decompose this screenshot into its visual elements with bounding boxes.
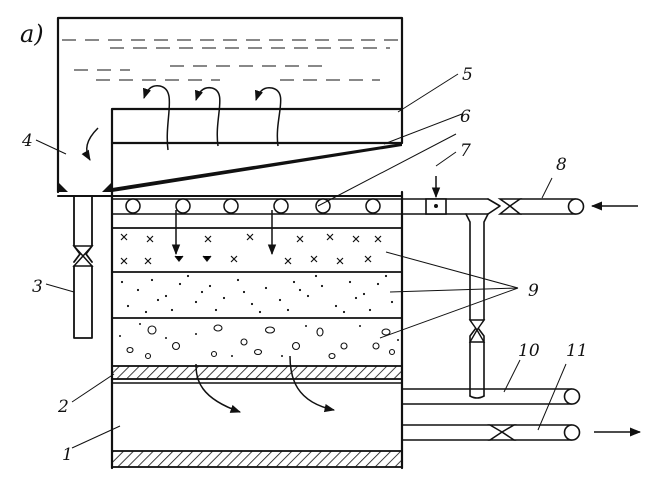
filtrate-arrows bbox=[195, 355, 336, 413]
upper-tank bbox=[56, 16, 404, 194]
leader-lines bbox=[35, 73, 567, 449]
distribution-holes bbox=[125, 198, 381, 214]
inlet-pipe bbox=[487, 198, 638, 215]
drain-valve bbox=[72, 245, 94, 267]
layer-sand bbox=[120, 274, 394, 314]
callout-9: 9 bbox=[528, 281, 539, 301]
filter-body bbox=[57, 190, 489, 470]
outlet-pipe-10 bbox=[401, 388, 581, 405]
valve-7 bbox=[425, 176, 447, 215]
callout-7: 7 bbox=[460, 141, 471, 161]
connecting-pipe bbox=[465, 213, 489, 399]
downflow-arrows bbox=[171, 210, 277, 256]
outlet-valve bbox=[487, 424, 517, 441]
callout-4: 4 bbox=[21, 131, 33, 151]
overflow-arrows bbox=[81, 84, 282, 161]
callout-1: 1 bbox=[62, 445, 73, 465]
bottom-plate bbox=[111, 450, 403, 468]
panel-label: а) bbox=[20, 20, 44, 48]
layer-top-marks bbox=[120, 233, 382, 265]
outlet-pipe-11 bbox=[401, 424, 642, 441]
callout-labels: 1 2 3 4 5 6 7 8 9 10 11 bbox=[21, 65, 588, 465]
callout-5: 5 bbox=[462, 65, 473, 85]
callout-2: 2 bbox=[57, 397, 69, 417]
inner-chamber bbox=[58, 107, 404, 194]
sloped-tray bbox=[112, 143, 402, 192]
callout-10: 10 bbox=[518, 341, 540, 361]
callout-6: 6 bbox=[460, 107, 471, 127]
inlet-valve bbox=[497, 198, 523, 215]
callout-3: 3 bbox=[32, 277, 43, 297]
water-surface-lines bbox=[62, 39, 400, 81]
callout-8: 8 bbox=[556, 155, 567, 175]
layer-gravel bbox=[126, 324, 396, 360]
callout-11: 11 bbox=[566, 341, 588, 361]
connecting-valve bbox=[468, 319, 486, 343]
support-grid bbox=[111, 365, 403, 380]
layer-gravel-dots bbox=[119, 323, 399, 357]
drain-pipe bbox=[72, 195, 94, 339]
corner-wedge-right bbox=[102, 182, 112, 192]
corner-wedge-left bbox=[58, 182, 68, 192]
